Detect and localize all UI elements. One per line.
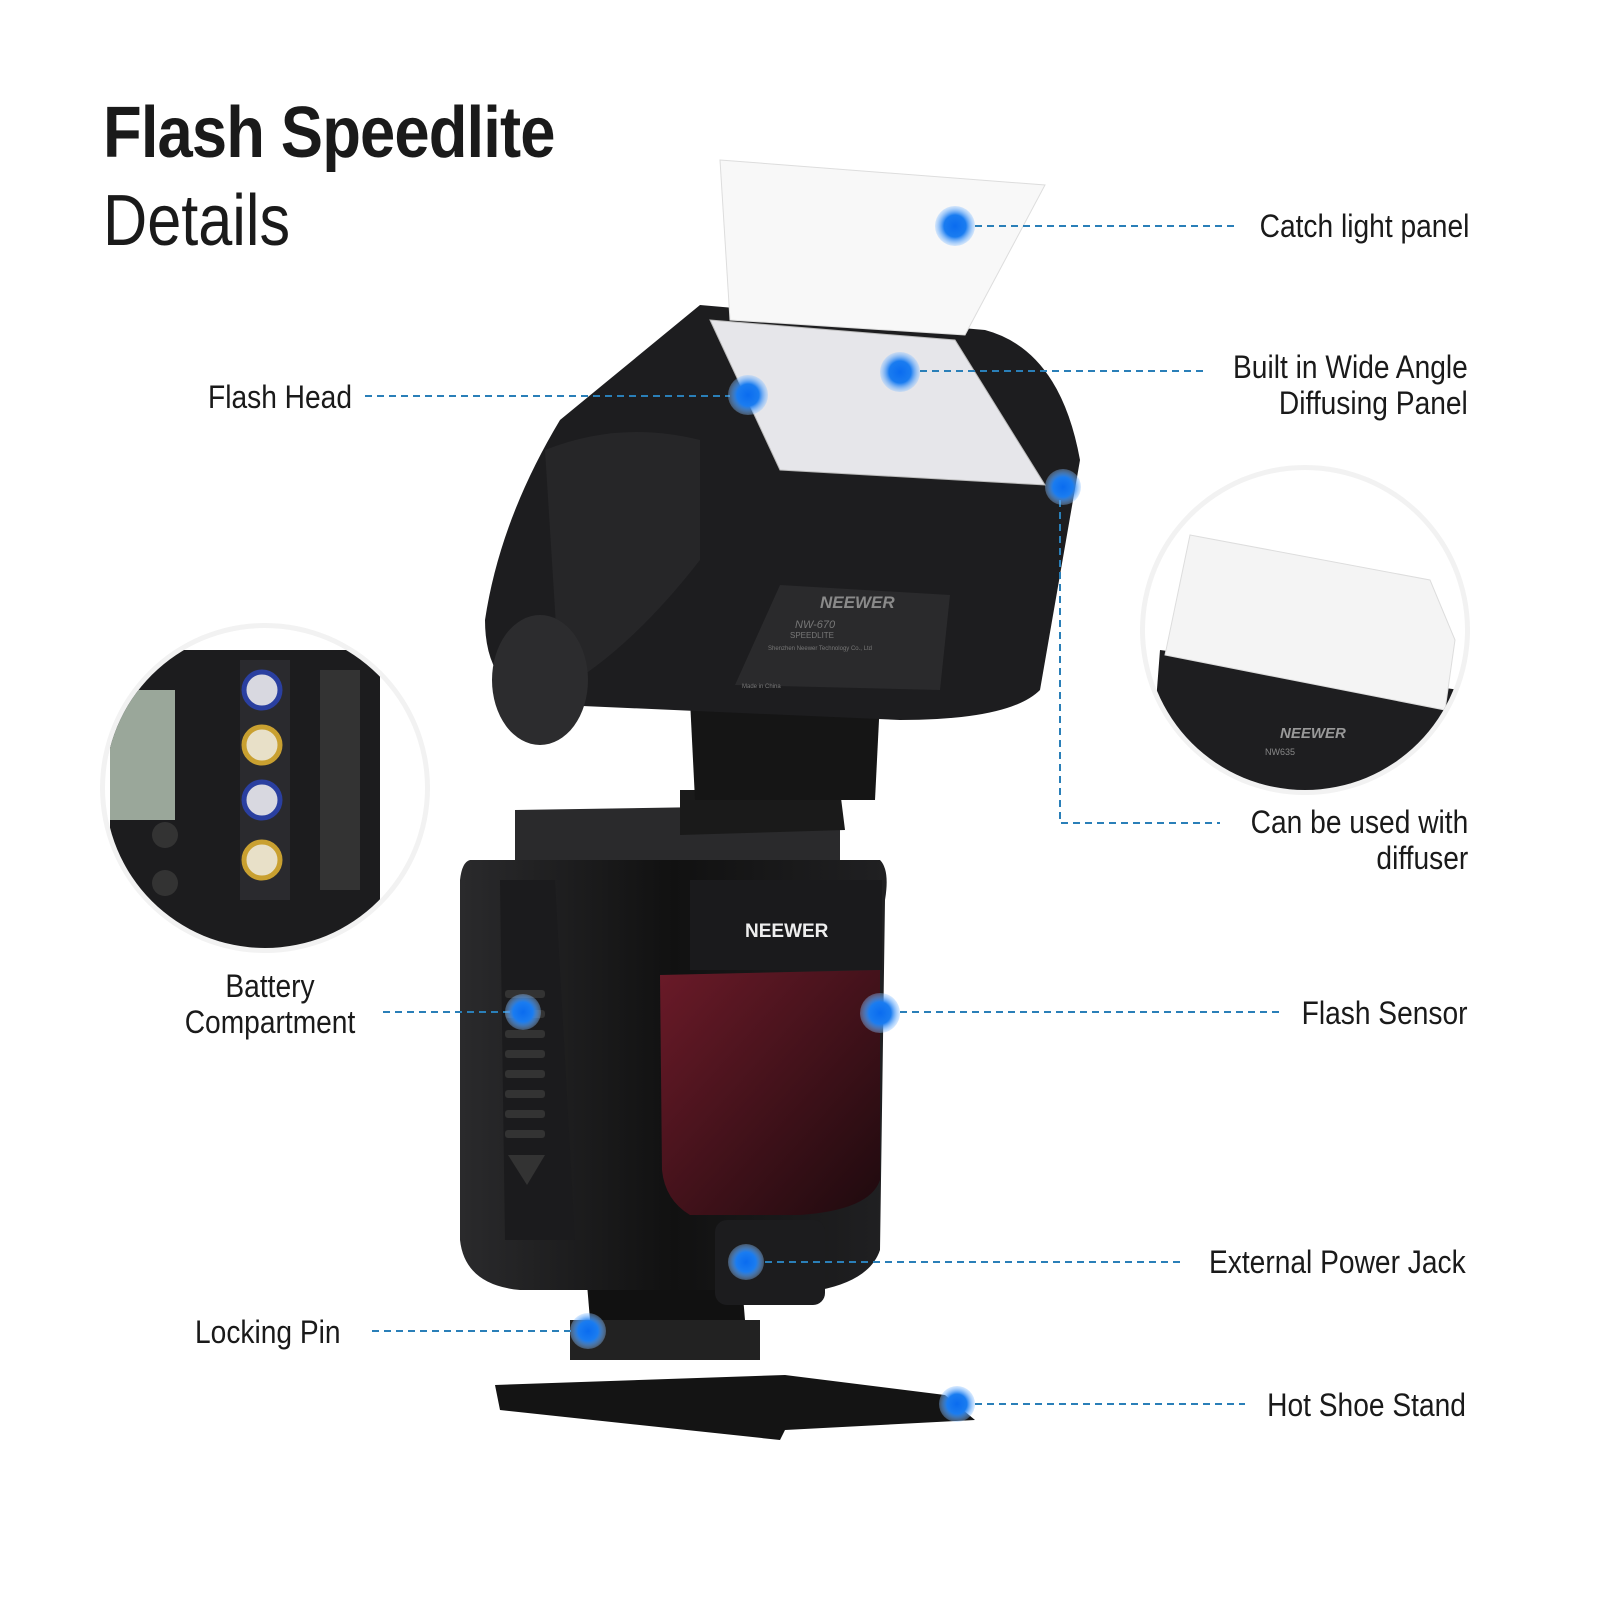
dot-flash-sensor [860,993,900,1033]
label-catch-light: Catch light panel [1259,208,1469,244]
label-locking-pin: Locking Pin [195,1314,341,1350]
dot-diffuser [1045,469,1081,505]
label-wide-angle-line1: Built in Wide Angle [1233,349,1468,385]
label-battery-line1: Battery [225,968,315,1004]
diffuser-inset-image: NEEWER NW635 [1140,465,1470,795]
label-hot-shoe: Hot Shoe Stand [1267,1387,1466,1423]
origin-label: Made in China [742,684,781,690]
dot-hot-shoe [939,1386,975,1422]
diffuser-model-label: NW635 [1265,747,1295,757]
model-label: NW-670 [795,619,836,631]
label-diffuser-line1: Can be used with [1250,804,1468,840]
label-wide-angle: Built in Wide Angle Diffusing Panel [1233,349,1468,421]
leader-lines [365,225,1280,1405]
callout-dots [505,206,1081,1422]
label-battery-line2: Compartment [184,1004,356,1040]
page-title: Flash Speedlite [103,93,555,173]
maker-label: Shenzhen Neewer Technology Co., Ltd [768,646,872,652]
label-flash-sensor: Flash Sensor [1302,995,1468,1031]
label-diffuser-line2: diffuser [1376,840,1468,876]
front-brand-logo: NEEWER [745,921,829,942]
dot-battery [505,994,541,1030]
battery-inset-image [100,623,430,953]
type-label: SPEEDLITE [790,631,834,640]
dot-flash-head [728,375,768,415]
label-diffuser: Can be used with diffuser [1250,804,1468,876]
page-subtitle: Details [103,181,291,261]
dot-locking-pin [570,1313,606,1349]
label-power-jack: External Power Jack [1209,1244,1466,1280]
label-battery: Battery Compartment [173,968,367,1040]
label-wide-angle-line2: Diffusing Panel [1279,385,1468,421]
diffuser-brand-logo: NEEWER [1280,725,1346,742]
dot-wide-angle [880,352,920,392]
rear-brand-logo: NEEWER [820,593,895,612]
flash-unit-image: NEEWER NEEWER NW-670 SPEEDLITE Shenzhen … [460,159,1080,1440]
label-flash-head: Flash Head [208,379,353,415]
dot-catch-light [935,206,975,246]
dot-power-jack [728,1244,764,1280]
